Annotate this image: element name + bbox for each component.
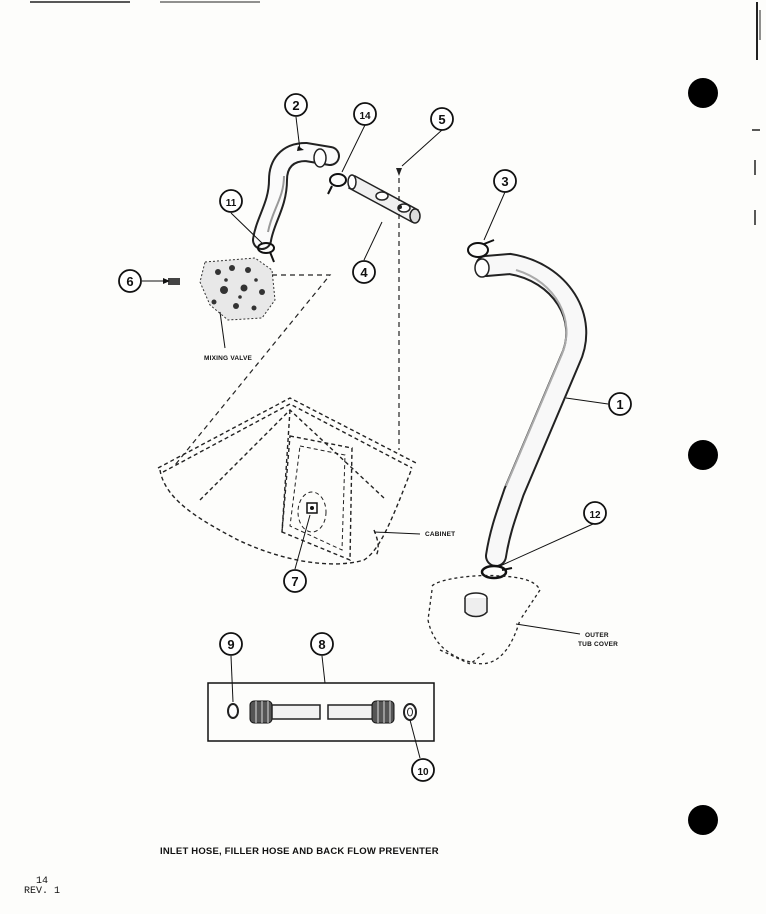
svg-text:11: 11	[226, 198, 237, 209]
page-footer: 14 REV. 1	[24, 877, 60, 897]
page-number: 14	[35, 876, 48, 887]
revision-label: REV. 1	[24, 886, 61, 897]
svg-text:3: 3	[501, 174, 508, 189]
cabinet-fill-gate	[306, 502, 318, 514]
callout-3: 3	[493, 169, 517, 193]
hose-clamp-part-3	[467, 239, 495, 258]
screw-part-6	[168, 278, 180, 285]
svg-text:12: 12	[589, 510, 601, 521]
svg-text:14: 14	[359, 111, 371, 122]
outer-tub-cover	[427, 574, 541, 665]
inlet-hose-assembly-part-8	[207, 682, 435, 742]
outer-tub-cover-label-line1: OUTER	[585, 632, 609, 639]
svg-text:1: 1	[616, 397, 623, 412]
svg-text:6: 6	[126, 274, 133, 289]
outer-tub-cover-label-line2: TUB COVER	[578, 641, 618, 648]
punch-hole-middle	[688, 440, 718, 470]
svg-text:5: 5	[438, 112, 445, 127]
punch-hole-bottom	[688, 805, 718, 835]
punch-hole-top	[688, 78, 718, 108]
mixing-valve-label: MIXING VALVE	[204, 355, 252, 362]
callout-1: 1	[608, 392, 632, 416]
cabinet-label: CABINET	[425, 531, 455, 538]
svg-text:2: 2	[292, 98, 299, 113]
svg-text:4: 4	[360, 265, 368, 280]
callout-9: 9	[219, 632, 243, 656]
hose-clamp-part-12	[480, 564, 513, 580]
callout-7: 7	[283, 569, 307, 593]
hose-clamp-part-14	[327, 173, 347, 195]
mixing-valve: MIXING VALVE	[199, 257, 276, 362]
callout-4: 4	[352, 260, 376, 284]
hose-clamp-part-11	[257, 242, 275, 263]
svg-text:7: 7	[291, 574, 298, 589]
callout-8: 8	[310, 632, 334, 656]
screw-part-5	[396, 168, 402, 176]
callout-10: 10	[411, 758, 435, 782]
leader-arrowheads	[163, 146, 304, 284]
back-flow-preventer-part-4	[347, 174, 421, 224]
callout-11: 11	[219, 189, 243, 213]
assembly-guide-lines	[174, 178, 400, 466]
diagram-caption: INLET HOSE, FILLER HOSE AND BACK FLOW PR…	[160, 846, 439, 857]
callout-6: 6	[118, 269, 142, 293]
inlet-hose-part-2	[252, 141, 340, 250]
svg-text:8: 8	[318, 637, 325, 652]
scan-edge-marks	[30, 1, 761, 225]
callout-2: 2	[284, 93, 308, 117]
cabinet	[157, 397, 419, 565]
fill-hose-part-1	[474, 252, 588, 567]
svg-text:10: 10	[417, 767, 429, 778]
callout-5: 5	[430, 107, 454, 131]
callout-12: 12	[583, 501, 607, 525]
tub-cover-fill-spout	[464, 592, 488, 618]
leader-lines	[142, 116, 609, 759]
svg-text:9: 9	[227, 637, 234, 652]
callout-14: 14	[353, 102, 377, 126]
